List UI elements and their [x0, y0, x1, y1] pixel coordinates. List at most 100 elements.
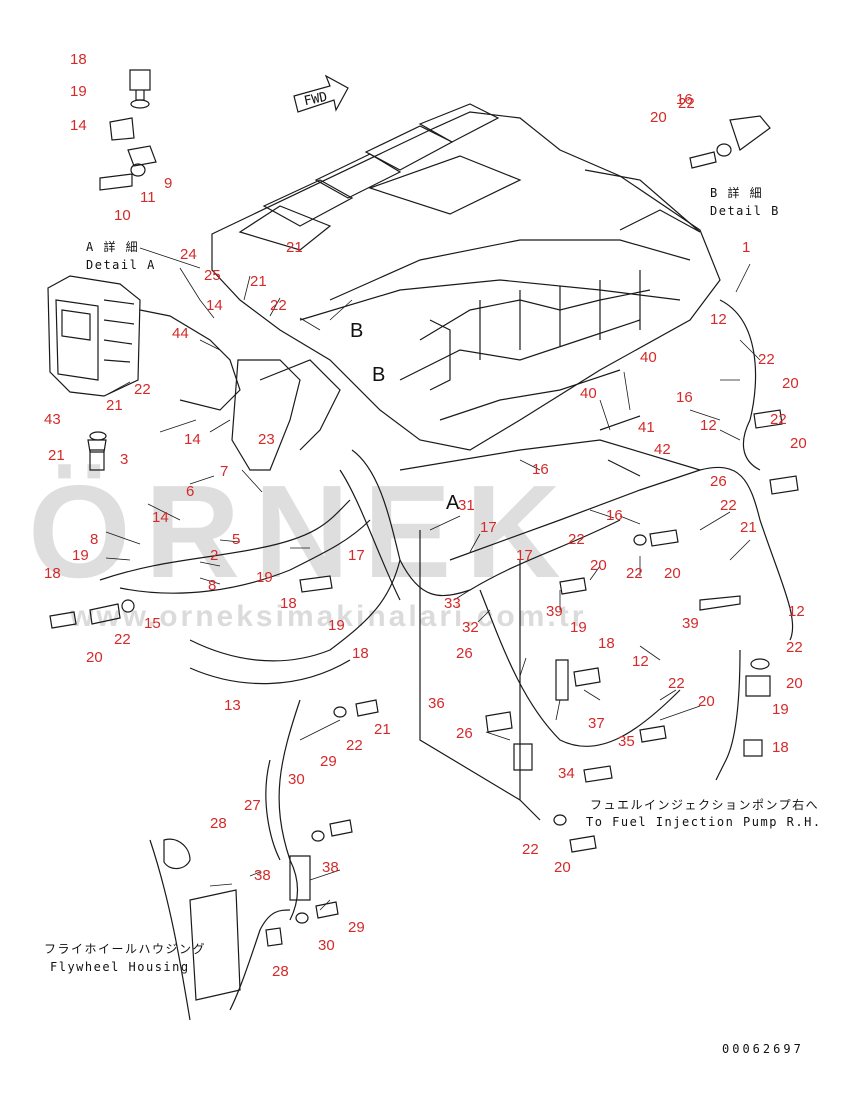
part-callout: 43: [44, 411, 61, 428]
part-callout: 30: [318, 937, 335, 954]
part-callout: 26: [710, 473, 727, 490]
part-callout: 9: [164, 175, 173, 192]
part-callout: 1: [742, 239, 751, 256]
part-callout: 20: [86, 649, 103, 666]
part-callout: 30: [288, 771, 305, 788]
part-callout: 28: [272, 963, 289, 980]
part-callout: 8: [90, 531, 99, 548]
part-callout: 19: [72, 547, 89, 564]
part-callout: 18: [772, 739, 789, 756]
part-callout: 19: [772, 701, 789, 718]
fuel-pump-caption-en: To Fuel Injection Pump R.H.: [586, 815, 822, 829]
detail-a-caption-jp: A 詳 細: [86, 240, 140, 254]
part-callout: 10: [114, 207, 131, 224]
hardware: [49, 69, 799, 947]
part-callout: 20: [786, 675, 803, 692]
part-callout: 20: [664, 565, 681, 582]
part-callout: 22: [568, 531, 585, 548]
detail-b-caption-jp: B 詳 細: [710, 186, 764, 200]
part-callout: 7: [220, 463, 229, 480]
part-callout: 22: [758, 351, 775, 368]
part-callout: 23: [258, 431, 275, 448]
detail-b-caption-en: Detail B: [710, 204, 780, 218]
flywheel-caption-jp: フライホイールハウジング: [44, 942, 207, 956]
flywheel-caption-en: Flywheel Housing: [50, 960, 190, 974]
part-callout: 14: [184, 431, 201, 448]
part-callout: 22: [678, 95, 695, 112]
part-callout: 39: [546, 603, 563, 620]
engine-block: [211, 103, 721, 451]
part-callout: 17: [480, 519, 497, 536]
part-callout: 22: [134, 381, 151, 398]
part-callout: 19: [70, 83, 87, 100]
part-callout: 34: [558, 765, 575, 782]
part-callout: 13: [224, 697, 241, 714]
part-callout: 26: [456, 645, 473, 662]
part-callout: 21: [374, 721, 391, 738]
part-callout: 21: [48, 447, 65, 464]
part-callout: 38: [322, 859, 339, 876]
part-callout: 33: [444, 595, 461, 612]
part-callout: 40: [580, 385, 597, 402]
part-callout: 20: [590, 557, 607, 574]
part-callout: 16: [676, 91, 693, 108]
part-callout: 26: [456, 725, 473, 742]
part-callout: 6: [186, 483, 195, 500]
part-callout: 40: [640, 349, 657, 366]
wire-harness: [99, 299, 794, 1011]
part-callout: 29: [348, 919, 365, 936]
part-callout: 22: [114, 631, 131, 648]
part-callout: 29: [320, 753, 337, 770]
part-callout: 14: [152, 509, 169, 526]
part-callout: 44: [172, 325, 189, 342]
part-callout: 32: [462, 619, 479, 636]
part-callout: 20: [698, 693, 715, 710]
part-callout: 20: [782, 375, 799, 392]
part-callout: 12: [632, 653, 649, 670]
watermark-logo: ÖRNEK: [28, 458, 575, 605]
part-callout: 22: [270, 297, 287, 314]
part-callout: 41: [638, 419, 655, 436]
part-callout: 31: [458, 497, 475, 514]
part-callout: 28: [210, 815, 227, 832]
part-callout: 36: [428, 695, 445, 712]
part-callout: 11: [140, 189, 156, 206]
part-callout: 16: [606, 507, 623, 524]
part-callout: 22: [522, 841, 539, 858]
part-callout: 21: [286, 239, 303, 256]
part-callout: 19: [328, 617, 345, 634]
part-callout: 8: [208, 577, 217, 594]
part-callout: 20: [554, 859, 571, 876]
part-callout: 22: [720, 497, 737, 514]
part-callout: 22: [786, 639, 803, 656]
forward-arrow-icon: [293, 74, 349, 113]
part-callout: 22: [346, 737, 363, 754]
view-marker-a: A: [446, 492, 460, 514]
part-callout: 22: [626, 565, 643, 582]
part-callout: 18: [280, 595, 297, 612]
part-callout: 27: [244, 797, 261, 814]
part-callout: 21: [106, 397, 123, 414]
controller-unit: [47, 275, 341, 471]
part-callout: 21: [250, 273, 267, 290]
part-callout: 21: [740, 519, 757, 536]
part-callout: 16: [532, 461, 549, 478]
part-callout: 22: [668, 675, 685, 692]
part-callout: 14: [70, 117, 87, 134]
part-callout: 35: [618, 733, 635, 750]
leader-lines: [105, 247, 761, 911]
part-callout: 18: [44, 565, 61, 582]
view-marker-b: B: [372, 364, 386, 386]
part-callout: 19: [570, 619, 587, 636]
view-marker-b: B: [350, 320, 364, 342]
part-callout: 20: [650, 109, 667, 126]
part-callout: 19: [256, 569, 273, 586]
part-callout: 18: [598, 635, 615, 652]
part-callout: 12: [788, 603, 805, 620]
part-callout: 12: [700, 417, 717, 434]
part-callout: 22: [770, 411, 787, 428]
detail-a-caption-en: Detail A: [86, 258, 156, 272]
drawing-number: 00062697: [722, 1042, 804, 1056]
part-callout: 25: [204, 267, 221, 284]
